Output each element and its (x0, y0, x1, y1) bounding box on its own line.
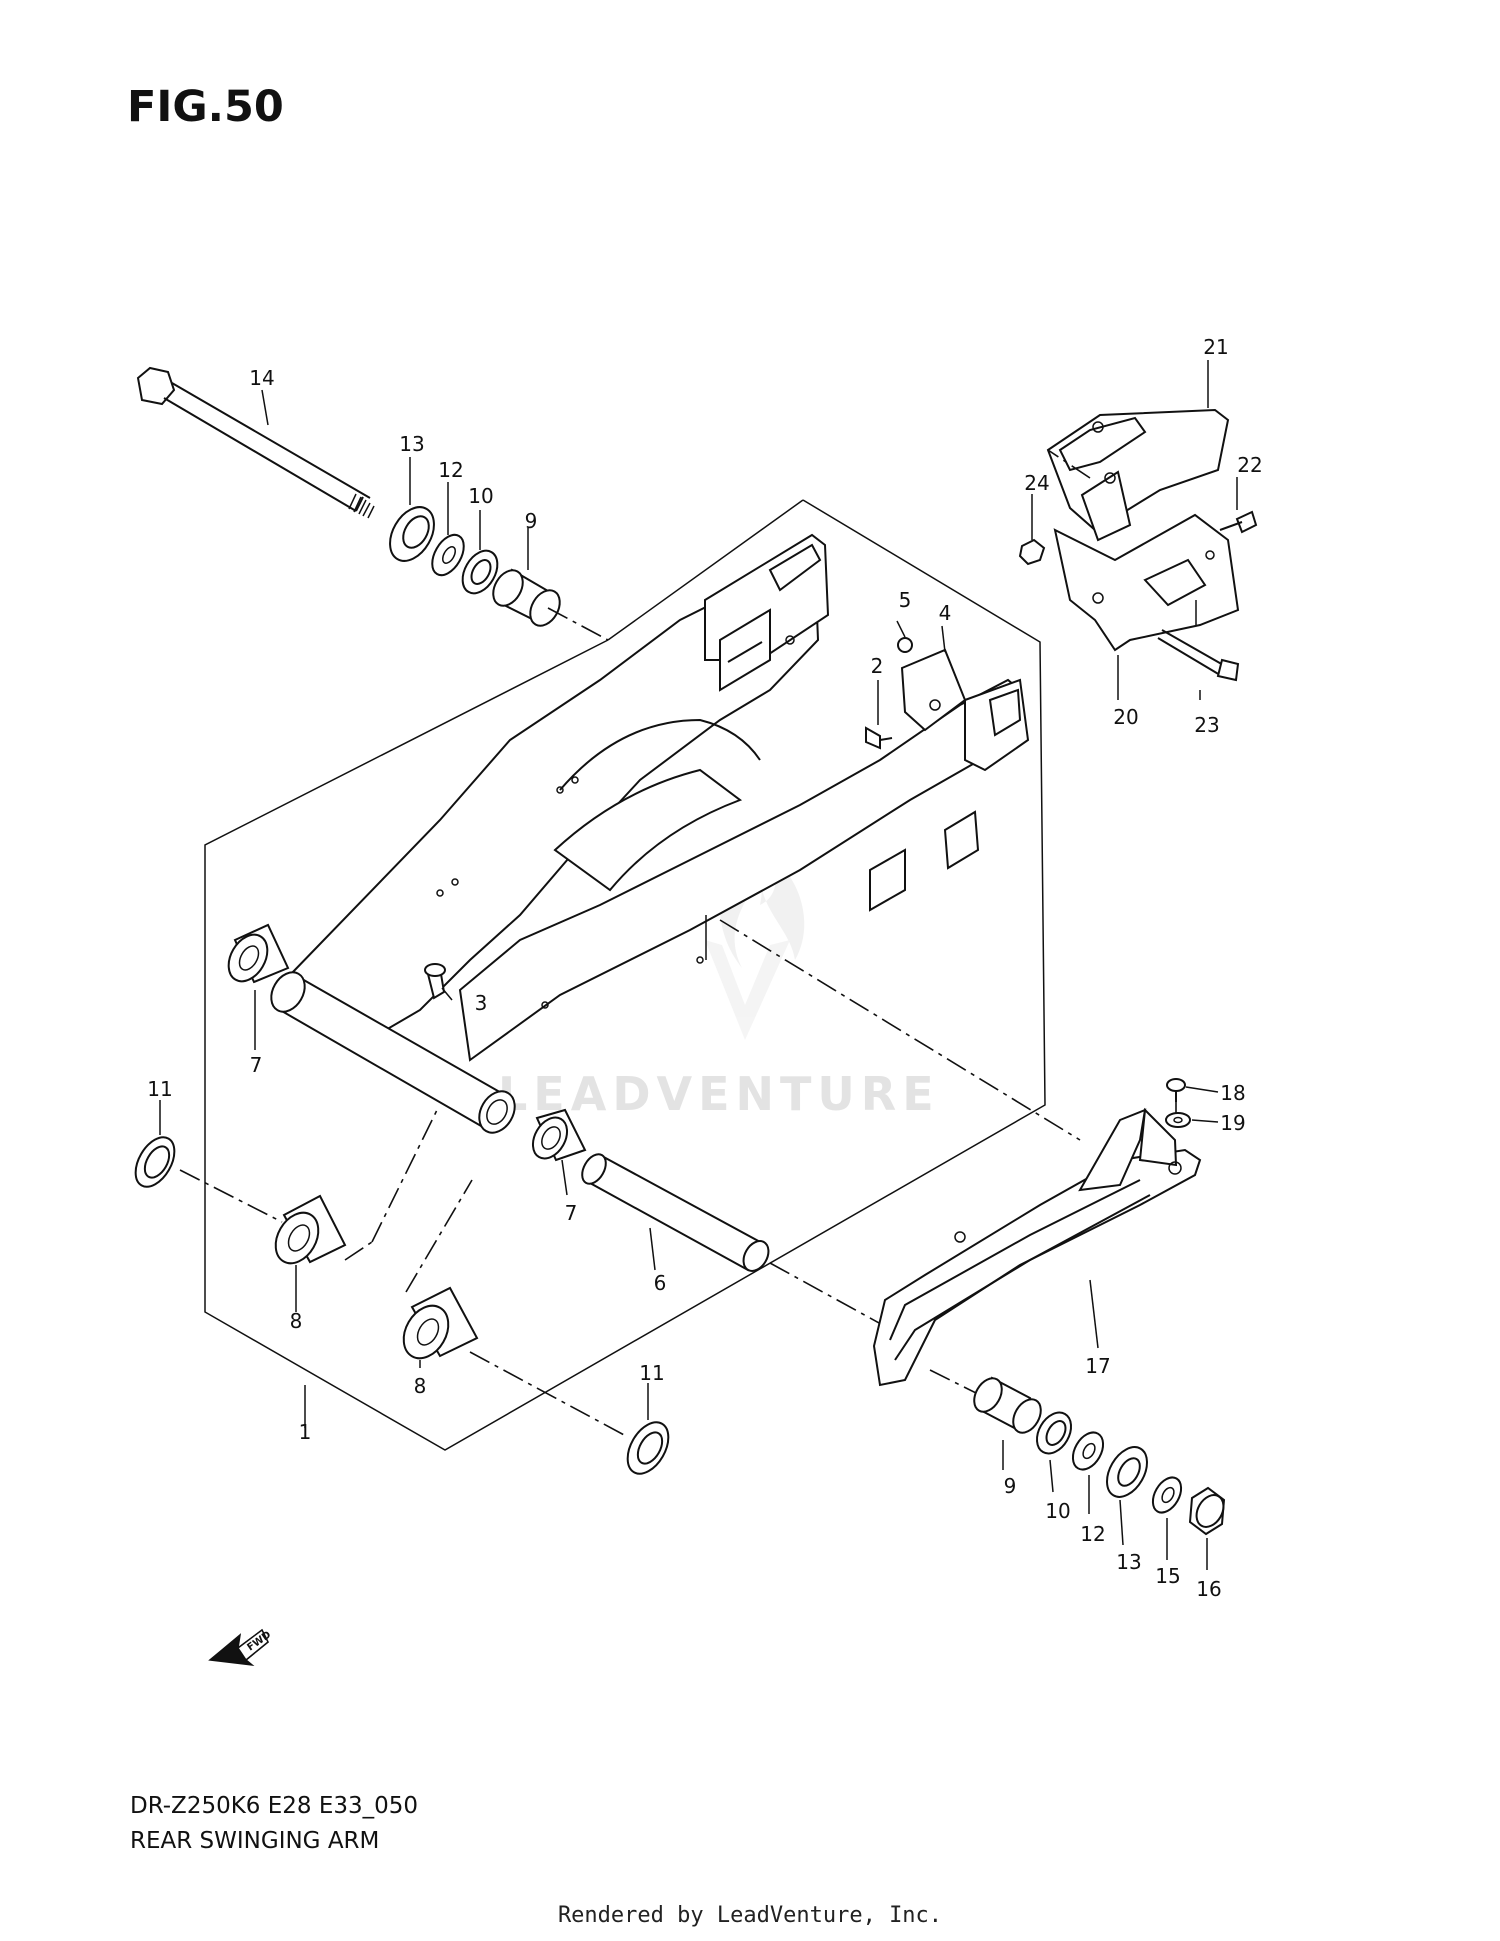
callout-13-upper: 13 (399, 432, 424, 456)
callout-23: 23 (1194, 713, 1219, 737)
upper-washer (431, 533, 465, 577)
swingarm-assembly-outline (204, 499, 1046, 1451)
chain-slider (872, 1107, 1202, 1387)
callout-8-left: 8 (290, 1309, 303, 1333)
lower-spacer (973, 1376, 1042, 1434)
swing-arm (270, 533, 1030, 1134)
callout-21: 21 (1203, 335, 1228, 359)
callout-13-lower: 13 (1116, 1550, 1141, 1574)
callout-24: 24 (1024, 471, 1049, 495)
chain-guide-clip (900, 648, 967, 732)
arrow-left-icon (208, 1628, 269, 1667)
callout-6: 6 (654, 1271, 667, 1295)
callout-18: 18 (1220, 1081, 1245, 1105)
left-pivot-seal (134, 1136, 176, 1188)
clip-screw (897, 637, 913, 653)
callout-11-right: 11 (639, 1361, 664, 1385)
callout-17: 17 (1085, 1354, 1110, 1378)
assembly-name: REAR SWINGING ARM (130, 1828, 380, 1854)
assembly-centerlines (179, 449, 1177, 1437)
pivot-bolt (136, 366, 375, 519)
pivot-nut (1188, 1486, 1226, 1536)
callout-9-lower: 9 (1004, 1474, 1017, 1498)
callout-7-lower: 7 (565, 1201, 578, 1225)
lower-dust-seal (1106, 1446, 1148, 1498)
leader-lines (159, 360, 1238, 1570)
chain-guide-bolt (865, 726, 893, 750)
right-needle-bearing (402, 1286, 479, 1360)
callout-2: 2 (871, 654, 884, 678)
grease-nipple (424, 963, 446, 1000)
upper-dust-seal (389, 506, 435, 562)
pivot-spacer (581, 1153, 770, 1272)
lower-right-bushing (531, 1108, 587, 1162)
upper-oil-seal (461, 549, 499, 595)
callout-8-right: 8 (414, 1374, 427, 1398)
callout-1: 1 (299, 1420, 312, 1444)
callout-10-lower: 10 (1045, 1499, 1070, 1523)
model-code: DR-Z250K6 E28 E33_050 (130, 1793, 419, 1819)
chain-guide-bolt-long (1157, 629, 1240, 682)
lower-oil-seal (1035, 1411, 1073, 1455)
chain-guide-bolt-short (1219, 510, 1258, 534)
callout-7-upper: 7 (250, 1053, 263, 1077)
callout-10-upper: 10 (468, 484, 493, 508)
fwd-direction-indicator: FWD (208, 1628, 273, 1667)
callout-12-lower: 12 (1080, 1522, 1105, 1546)
watermark-text: LEADVENTURE (498, 1067, 940, 1121)
callout-labels: 1 2 3 4 5 6 7 7 8 8 9 9 10 10 11 11 12 1… (147, 335, 1262, 1601)
callout-11-left: 11 (147, 1077, 172, 1101)
chain-guide-nut (1018, 538, 1046, 566)
callout-5: 5 (899, 588, 912, 612)
left-needle-bearing (274, 1194, 347, 1265)
right-pivot-seal (626, 1421, 670, 1475)
render-credit: Rendered by LeadVenture, Inc. (557, 1903, 943, 1928)
callout-3: 3 (475, 991, 488, 1015)
callout-4: 4 (939, 601, 952, 625)
pivot-nut-washer (1151, 1476, 1183, 1514)
callout-19: 19 (1220, 1111, 1245, 1135)
chain-guide (1046, 408, 1240, 652)
callout-14: 14 (249, 366, 274, 390)
upper-spacer (492, 568, 561, 627)
slider-screw (1166, 1078, 1186, 1102)
callout-16: 16 (1196, 1577, 1221, 1601)
callout-12-upper: 12 (438, 458, 463, 482)
lower-washer (1071, 1431, 1105, 1471)
callout-22: 22 (1237, 453, 1262, 477)
callout-20: 20 (1113, 705, 1138, 729)
figure-title: FIG.50 (127, 82, 284, 132)
callout-15: 15 (1155, 1564, 1180, 1588)
slider-washer (1165, 1112, 1191, 1128)
upper-left-bushing (227, 923, 290, 984)
callout-9-upper: 9 (525, 509, 538, 533)
